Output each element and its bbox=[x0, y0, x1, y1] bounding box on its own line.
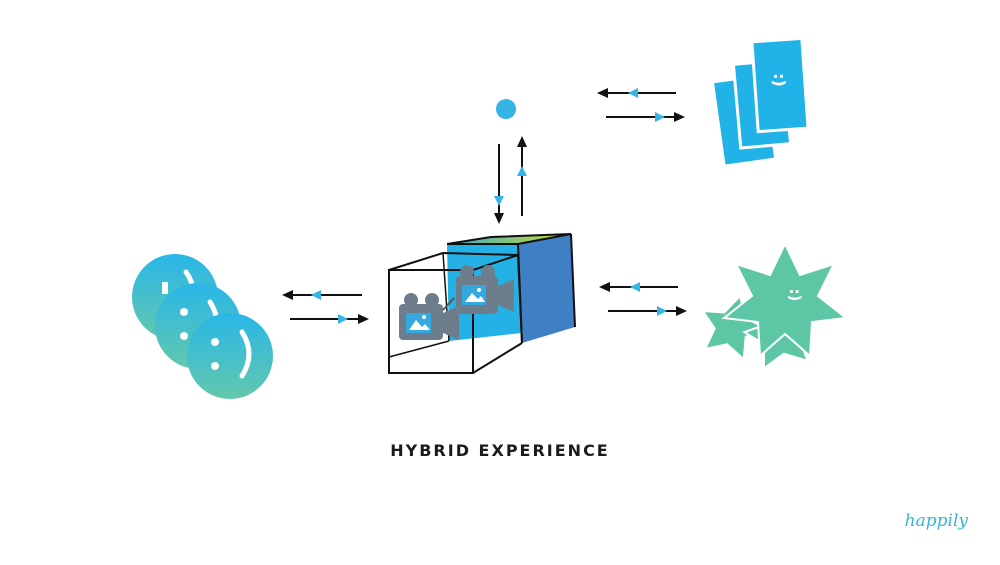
vertical-arrow-pair bbox=[494, 136, 527, 224]
arrow-to-stars bbox=[608, 306, 687, 316]
left-arrow-pair bbox=[282, 290, 369, 324]
arrow-from-cards bbox=[597, 88, 676, 98]
camera-icon-back bbox=[456, 265, 514, 314]
dot-icon bbox=[496, 99, 516, 119]
star-shapes-icon: :) bbox=[700, 241, 849, 371]
arrow-toward-cube bbox=[290, 314, 369, 324]
smiley-face-3 bbox=[187, 313, 273, 399]
stacked-cards-icon: :) bbox=[710, 36, 810, 168]
camera-icon-front bbox=[399, 293, 459, 340]
right-arrow-pair bbox=[599, 282, 687, 316]
arrow-toward-smileys bbox=[282, 290, 362, 300]
diagram-caption: HYBRID EXPERIENCE bbox=[390, 441, 610, 460]
happily-logo: happily bbox=[904, 511, 968, 531]
star-smiley-text: :) bbox=[786, 289, 804, 302]
top-right-arrow-pair bbox=[597, 88, 685, 122]
smiley-faces-icon bbox=[132, 254, 273, 399]
hybrid-cube-camera-icon bbox=[388, 233, 576, 374]
cards-smiley-text: :) bbox=[770, 73, 789, 87]
arrow-from-stars bbox=[599, 282, 678, 292]
arrow-down-to-cube bbox=[494, 144, 504, 224]
arrow-to-cards bbox=[606, 112, 685, 122]
arrow-up-to-dot bbox=[517, 136, 527, 216]
